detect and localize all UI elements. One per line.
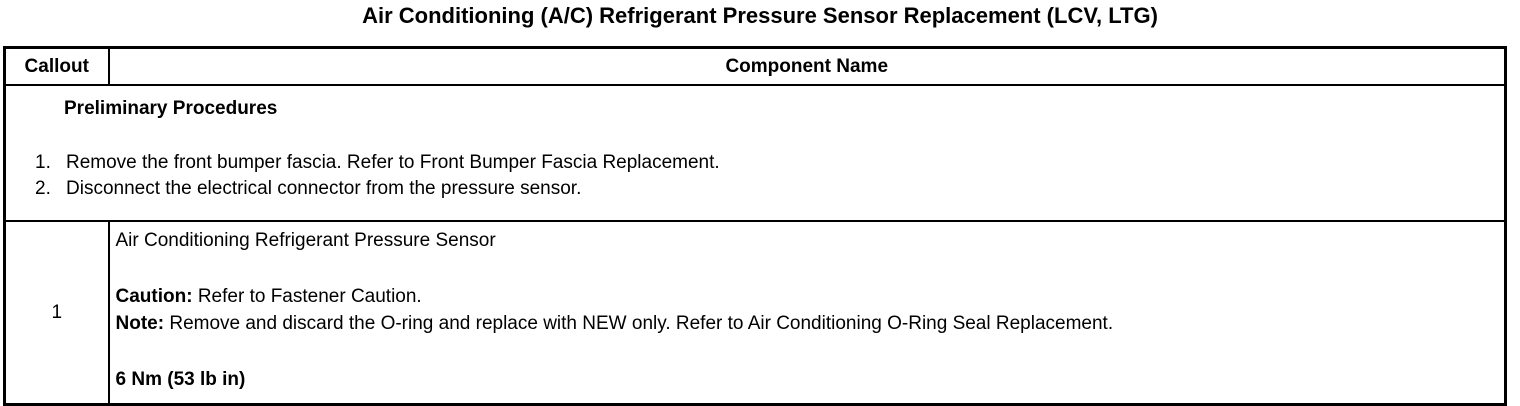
header-callout: Callout: [4, 47, 110, 86]
step-text: Disconnect the electrical connector from…: [66, 178, 582, 199]
preliminary-procedures-cell: Preliminary Procedures 1. Remove the fro…: [4, 85, 1506, 222]
page-title: Air Conditioning (A/C) Refrigerant Press…: [362, 3, 1158, 28]
component-name-text: Air Conditioning Refrigerant Pressure Se…: [115, 230, 496, 251]
list-item: 1. Remove the front bumper fascia. Refer…: [6, 150, 1504, 176]
caution-note-block: Caution: Refer to Fastener Caution. Note…: [116, 283, 1495, 337]
preliminary-procedures-heading: Preliminary Procedures: [64, 98, 278, 119]
note-text: Remove and discard the O-ring and replac…: [164, 313, 1114, 334]
component-callout-table: Callout Component Name Preliminary Proce…: [3, 46, 1507, 406]
preliminary-steps-list: 1. Remove the front bumper fascia. Refer…: [6, 150, 1504, 202]
caution-label: Caution:: [115, 286, 193, 307]
torque-spec: 6 Nm (53 lb in): [115, 369, 246, 390]
caution-text: Refer to Fastener Caution.: [192, 286, 422, 307]
step-number: 2.: [35, 178, 51, 199]
table-row: 1 Air Conditioning Refrigerant Pressure …: [4, 221, 1506, 405]
step-text: Remove the front bumper fascia. Refer to…: [66, 152, 720, 173]
callout-number-cell: 1: [4, 221, 110, 405]
header-component-name: Component Name: [108, 47, 1506, 86]
list-item: 2. Disconnect the electrical connector f…: [6, 176, 1504, 202]
table-header-row: Callout Component Name: [4, 47, 1506, 86]
component-detail-cell: Air Conditioning Refrigerant Pressure Se…: [109, 221, 1506, 405]
note-label: Note:: [115, 313, 165, 334]
note-line: Note: Remove and discard the O-ring and …: [116, 310, 1495, 337]
preliminary-procedures-row: Preliminary Procedures 1. Remove the fro…: [4, 85, 1506, 222]
caution-line: Caution: Refer to Fastener Caution.: [116, 283, 1495, 310]
step-number: 1.: [35, 152, 51, 173]
